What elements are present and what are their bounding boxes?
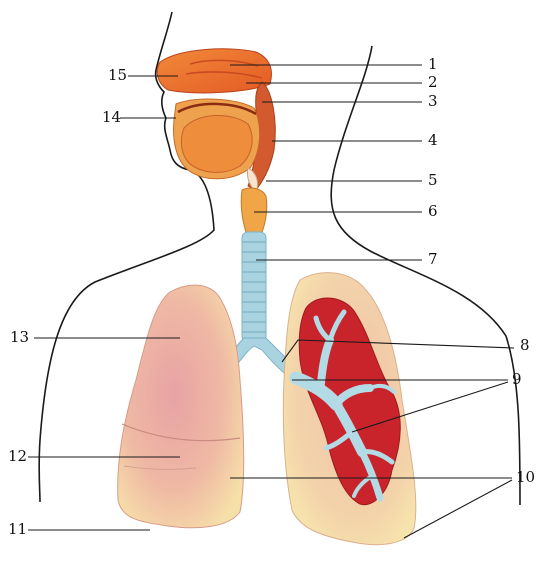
- tongue: [181, 115, 252, 172]
- label-15: 15: [108, 68, 127, 83]
- label-10: 10: [516, 470, 535, 485]
- label-8: 8: [520, 338, 530, 353]
- label-6: 6: [428, 204, 438, 219]
- right-lung: [283, 273, 416, 545]
- label-4: 4: [428, 133, 438, 148]
- label-5: 5: [428, 173, 438, 188]
- label-3: 3: [428, 94, 438, 109]
- label-2: 2: [428, 75, 438, 90]
- label-9: 9: [512, 372, 522, 387]
- label-1: 1: [428, 57, 438, 72]
- label-13: 13: [10, 330, 29, 345]
- larynx: [241, 188, 267, 232]
- label-14: 14: [102, 110, 121, 125]
- nasal-cavity: [157, 49, 271, 93]
- left-lung: [118, 285, 244, 528]
- body-outline: [39, 12, 520, 505]
- label-7: 7: [428, 252, 438, 267]
- label-12: 12: [8, 449, 27, 464]
- label-11: 11: [8, 522, 27, 537]
